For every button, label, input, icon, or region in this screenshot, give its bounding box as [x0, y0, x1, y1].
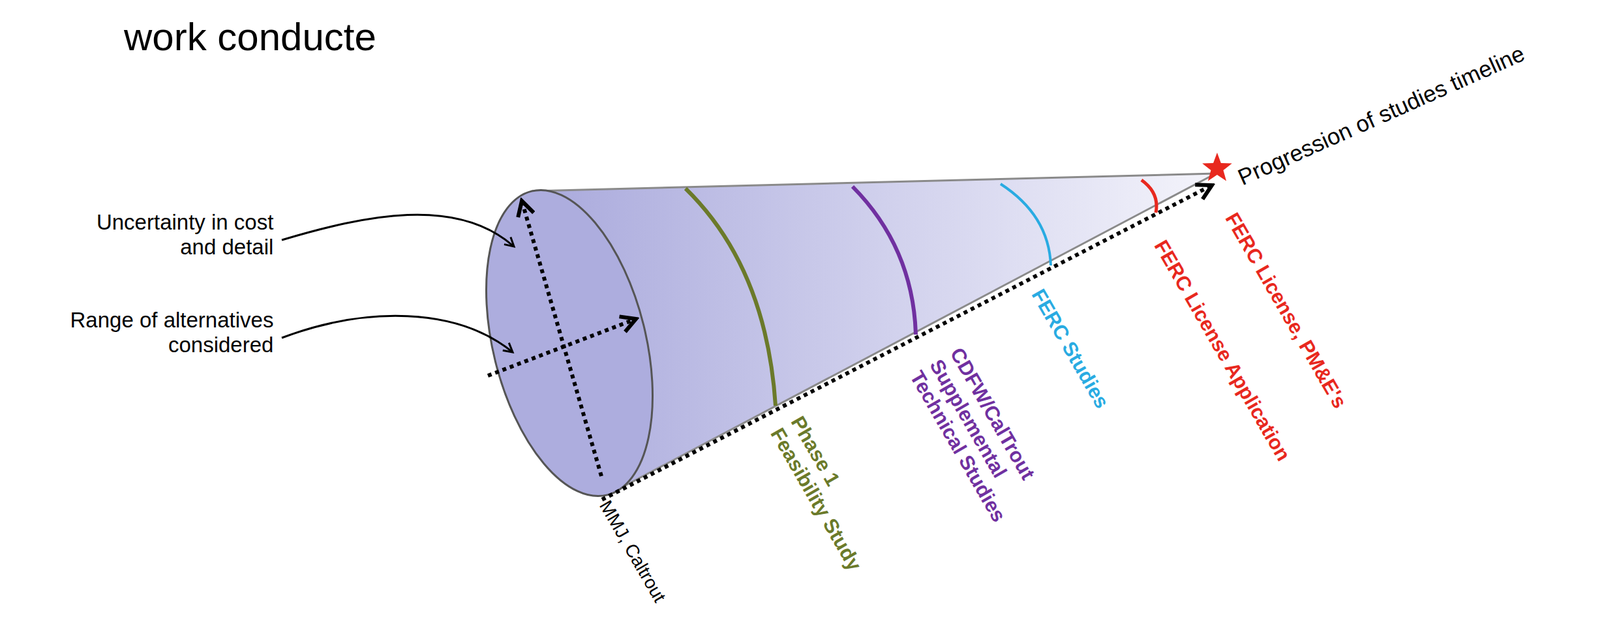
phase-label: CDFW/CalTrout Supplemental Technical Stu… — [904, 343, 1062, 546]
timeline-label: Progression of studies timeline — [1234, 39, 1529, 191]
cone-edge — [607, 173, 1216, 496]
alternatives-axis — [487, 318, 636, 376]
axis-label: Uncertainty in cost and detail — [62, 210, 274, 260]
cone-base — [457, 172, 681, 514]
slide-title: work conducte — [123, 14, 377, 60]
phase-curve — [1141, 180, 1157, 213]
timeline-axis — [602, 185, 1212, 500]
phase-curve — [1000, 183, 1051, 266]
phase-curve — [685, 188, 776, 406]
axis-label: Range of alternatives considered — [62, 307, 274, 358]
uncertainty-axis — [521, 200, 602, 477]
milestone-star — [1202, 152, 1233, 181]
phase-curve — [852, 186, 916, 335]
leader-arrow — [281, 214, 514, 247]
cone-edge — [531, 173, 1216, 192]
origin-label: MMJ, Caltrout — [594, 497, 670, 606]
phase-label: Phase 1 Feasibility Study — [765, 412, 891, 583]
phase-label: FERC Studies — [1026, 285, 1114, 413]
leader-arrow — [281, 315, 513, 353]
